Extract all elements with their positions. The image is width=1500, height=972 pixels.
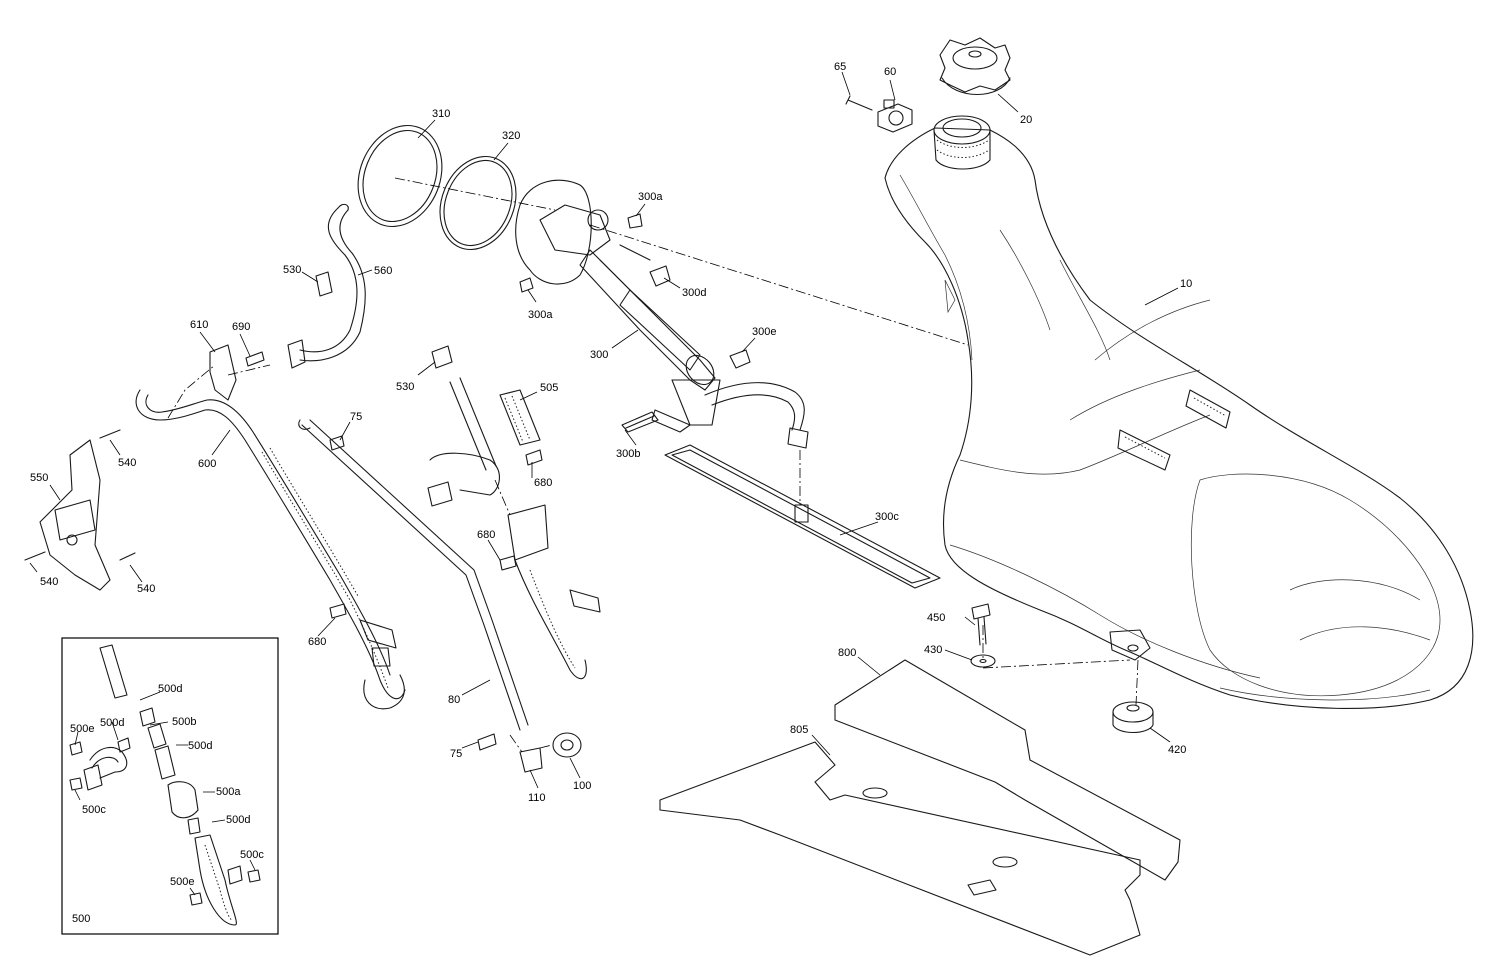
inset-callout-500d-3: 500d: [188, 740, 212, 752]
clip-530: [315, 271, 333, 297]
fuel-cap: [939, 37, 1011, 96]
alignment-lines: [167, 177, 1139, 753]
bolt-540: [24, 429, 136, 561]
inset-callout-500d-4: 500d: [226, 814, 250, 826]
callout-680-low: 680: [308, 636, 326, 648]
lock-ring: [357, 124, 443, 228]
fuel-tank: [884, 115, 1474, 710]
callout-800: 800: [838, 647, 856, 659]
clip-75: [329, 435, 497, 751]
callout-420: 420: [1168, 744, 1186, 756]
callout-300c: 300c: [875, 511, 899, 523]
inset-filter-kit-500: 500d 500e 500d 500b 500d 500a 500c 500d …: [61, 637, 279, 935]
inset-callout-500d-1: 500d: [158, 683, 182, 695]
callout-110: 110: [528, 792, 546, 804]
callout-505: 505: [540, 382, 558, 394]
callout-805: 805: [790, 724, 808, 736]
callout-610: 610: [190, 319, 208, 331]
callout-300a-bottom: 300a: [528, 309, 553, 321]
grommet-100: [552, 732, 582, 758]
callout-75-bottom: 75: [450, 748, 462, 760]
leader-lines: [29, 71, 1179, 789]
callout-60: 60: [884, 66, 896, 78]
fuel-hose-600: [135, 389, 406, 710]
fuel-line-pump-outlet: [704, 382, 809, 449]
pad-800: [834, 659, 1181, 881]
callout-550: 550: [30, 472, 48, 484]
callout-540-right: 540: [137, 583, 155, 595]
inset-callout-500b: 500b: [172, 716, 196, 728]
pad-805: [659, 741, 1141, 956]
callout-430: 430: [924, 644, 942, 656]
callout-690: 690: [232, 321, 250, 333]
callout-530-left: 530: [283, 264, 301, 276]
inset-callout-500e-1: 500e: [70, 723, 94, 735]
callout-10: 10: [1180, 278, 1192, 290]
callout-530-center: 530: [396, 381, 414, 393]
clamp-680: [329, 449, 543, 619]
callout-450: 450: [927, 612, 945, 624]
o-ring-300a: [519, 213, 643, 293]
filter-assembly: [427, 452, 601, 680]
callout-680-mid: 680: [477, 529, 495, 541]
grommet-420: [1112, 701, 1154, 734]
fitting-690: [245, 351, 265, 367]
sleeve-505: [499, 389, 541, 446]
callout-560: 560: [374, 265, 392, 277]
bracket-300b: [621, 411, 659, 433]
screw-65: [845, 95, 873, 111]
rod-80: [298, 419, 529, 731]
callout-680-top: 680: [534, 477, 552, 489]
breather-hose-560: [287, 203, 366, 369]
vent-valve: [877, 99, 913, 133]
clip-530-b: [431, 345, 453, 369]
callout-300: 300: [590, 349, 608, 361]
fuel-tube: [449, 377, 497, 471]
clamp-300d: [649, 265, 671, 287]
inset-callout-500e-2: 500e: [170, 876, 194, 888]
callout-75-top: 75: [350, 411, 362, 423]
fitting-110: [519, 747, 543, 773]
callout-80: 80: [448, 694, 460, 706]
inset-callout-500a: 500a: [216, 786, 241, 798]
callout-300b: 300b: [616, 448, 640, 460]
callout-540-left: 540: [40, 576, 58, 588]
callout-65: 65: [834, 61, 846, 73]
callout-310: 310: [432, 108, 450, 120]
callout-labels: 10 20 60 65 310 320 300a 300a 300d 300e …: [30, 61, 1192, 804]
bracket-610: [209, 344, 237, 401]
callout-100: 100: [573, 780, 591, 792]
clamp-300e: [729, 349, 751, 369]
callout-540-top: 540: [118, 457, 136, 469]
callout-600: 600: [198, 458, 216, 470]
callout-300a-top: 300a: [638, 191, 663, 203]
gasket-ring: [439, 155, 517, 251]
bracket-550: [39, 439, 111, 591]
inset-frame: [61, 637, 279, 935]
callout-300e: 300e: [752, 326, 776, 338]
callout-20: 20: [1020, 114, 1032, 126]
inset-callout-500d-2: 500d: [100, 717, 124, 729]
inset-callout-500c-1: 500c: [82, 804, 106, 816]
callout-300d: 300d: [682, 287, 706, 299]
fuel-rail-300c: [664, 444, 941, 589]
washer-430: [970, 654, 996, 668]
inset-title: 500: [72, 913, 90, 925]
bolt-450: [971, 603, 991, 646]
callout-320: 320: [502, 130, 520, 142]
inset-callout-500c-2: 500c: [240, 849, 264, 861]
fuel-pump-module: [515, 179, 721, 433]
